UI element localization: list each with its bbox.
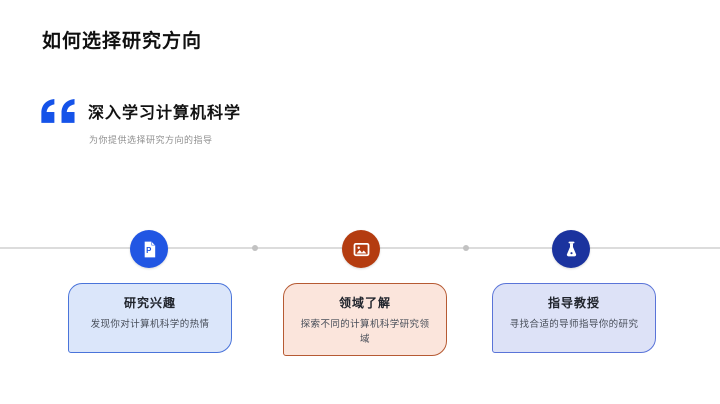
page-title: 如何选择研究方向 (42, 31, 203, 52)
step-card-title: 研究兴趣 (123, 296, 176, 310)
step-card-description: 寻找合适的导师指导你的研究 (509, 319, 639, 330)
step-card-advising-professor: 指导教授 寻找合适的导师指导你的研究 (492, 283, 656, 353)
quote-heading: 深入学习计算机科学 (88, 105, 242, 122)
step-card-research-interest: 研究兴趣 发现你对计算机科学的热情 (68, 283, 232, 353)
step-card-title: 指导教授 (547, 296, 600, 310)
step-card-field-understanding: 领域了解 探索不同的计算机科学研究领域 (283, 283, 447, 357)
timeline-dot (252, 245, 258, 251)
step-card-description: 发现你对计算机科学的热情 (90, 319, 210, 330)
timeline-dot (463, 245, 469, 251)
step-card-description: 探索不同的计算机科学研究领域 (300, 319, 430, 345)
double-quote-icon (38, 96, 80, 126)
step-card-title: 领域了解 (338, 296, 391, 310)
quote-subtitle: 为你提供选择研究方向的指导 (89, 135, 213, 145)
image-icon (342, 230, 380, 268)
flask-icon (552, 230, 590, 268)
svg-text:P: P (146, 245, 151, 254)
presentation-file-icon: P (130, 230, 168, 268)
